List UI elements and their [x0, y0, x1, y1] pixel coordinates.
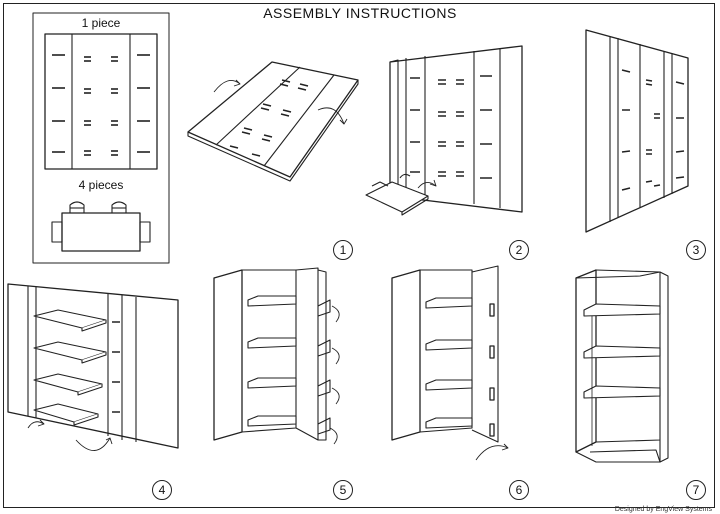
step-6-drawing: [392, 266, 508, 460]
step-5-drawing: [214, 268, 339, 444]
step-2-number: 2: [509, 240, 529, 260]
flat-board-diagram: [45, 34, 157, 169]
step-2-drawing: [366, 46, 522, 215]
step-3-drawing: [586, 30, 688, 232]
step-3-number: 3: [686, 240, 706, 260]
step-1-drawing: [188, 62, 358, 181]
step-1-number: 1: [333, 240, 353, 260]
page-title: ASSEMBLY INSTRUCTIONS: [263, 5, 457, 21]
step-7-number: 7: [686, 480, 706, 500]
step-6-number: 6: [509, 480, 529, 500]
parts-panel-frame: [33, 13, 169, 263]
flat-shelf-diagram: [52, 202, 150, 251]
step-4-drawing: [8, 284, 178, 451]
sheet-border: [3, 3, 715, 508]
step-4-number: 4: [152, 480, 172, 500]
shelf-count-label: 4 pieces: [78, 178, 124, 192]
board-count-label: 1 piece: [81, 16, 121, 30]
step-5-number: 5: [333, 480, 353, 500]
designer-credit: Designed by EngView Systems: [614, 506, 712, 513]
step-7-drawing: [576, 270, 668, 462]
